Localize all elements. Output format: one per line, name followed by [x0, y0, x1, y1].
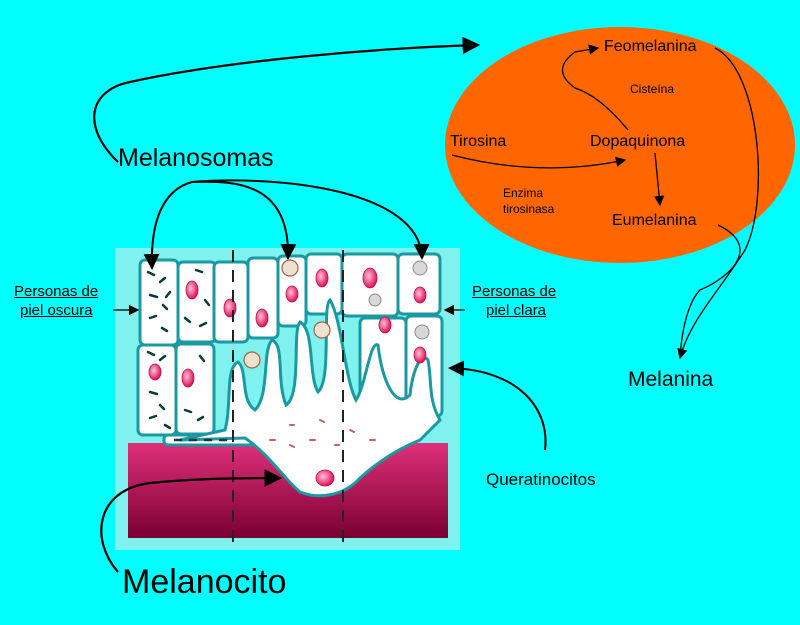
pathway-tirosina: Tirosina: [450, 133, 507, 150]
arrow-melanosomas-1: [143, 181, 193, 270]
pathway-enzima-line2: tirosinasa: [503, 202, 555, 216]
arrow-melanosomas-to-oval: [93, 36, 481, 163]
light-melanosomes: [368, 260, 430, 340]
melanocyte-granules: [269, 419, 376, 448]
label-piel-oscura-line2: piel oscura: [20, 302, 93, 319]
pathway-enzima-line1: Enzima: [503, 186, 544, 200]
label-piel-oscura-line1: Personas de: [14, 283, 99, 300]
brown-melanosomes: [243, 259, 331, 369]
pathway-eumelanina: Eumelanina: [612, 212, 697, 229]
melanin-synthesis-oval: [445, 27, 795, 263]
label-melanocito: Melanocito: [122, 563, 287, 601]
arrow-dopaquinona-eumelanina: [653, 152, 665, 207]
pathway-cisteina: Cisteína: [630, 82, 675, 96]
label-queratinocitos: Queratinocitos: [486, 470, 596, 489]
arrow-eumelanina-to-melanina: [679, 224, 741, 359]
arrow-melanocito: [100, 469, 283, 573]
arrow-melanosomas-3: [191, 179, 430, 260]
cell-nuclei: [148, 267, 427, 487]
melanocyte-body: [179, 297, 442, 498]
arrow-tirosina-dopaquinona: [451, 154, 627, 169]
label-melanina: Melanina: [628, 368, 714, 391]
label-piel-clara-line1: Personas de: [472, 283, 557, 300]
label-piel-clara-line2: piel clara: [486, 302, 547, 319]
dark-melanosomes: [146, 268, 228, 442]
arrow-dopaquinona-feomelanina: [561, 44, 629, 131]
label-melanosomas: Melanosomas: [118, 144, 274, 172]
arrow-queratinocitos: [448, 360, 547, 451]
arrow-feomelanina-to-melanina: [677, 47, 760, 360]
pathway-feomelanina: Feomelanina: [604, 38, 697, 55]
pathway-dopaquinona: Dopaquinona: [590, 133, 686, 150]
arrow-melanosomas-2: [191, 180, 297, 260]
